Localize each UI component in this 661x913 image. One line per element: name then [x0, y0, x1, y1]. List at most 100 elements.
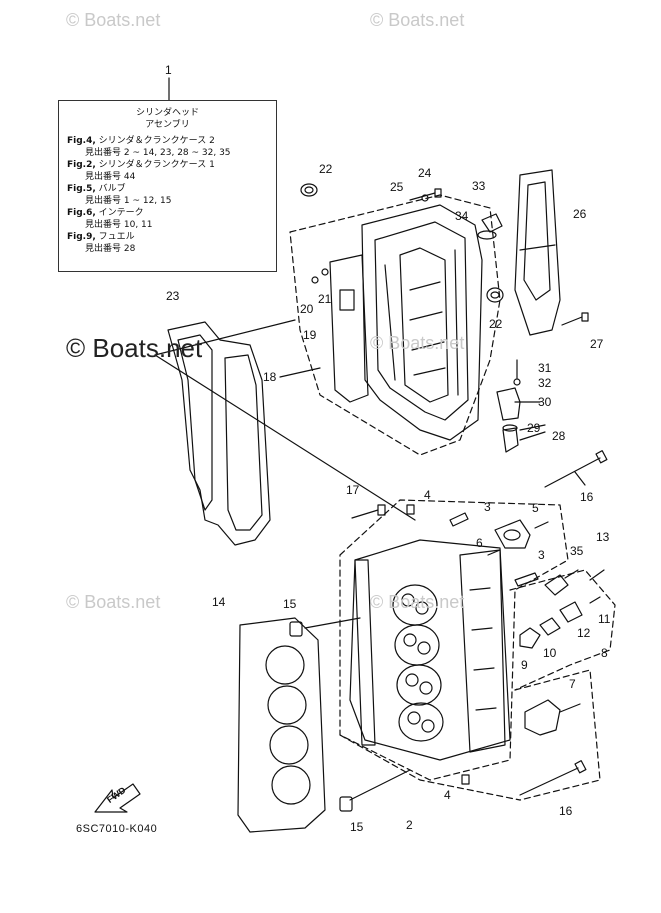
- valve-body: [519, 627, 541, 649]
- callout-label: 22: [319, 162, 333, 176]
- head-cover-rib: [399, 247, 449, 403]
- callout-label: 22: [489, 317, 503, 331]
- cylinder-head-side: [459, 549, 506, 753]
- leader-line: [519, 424, 546, 431]
- washer: [311, 276, 319, 284]
- legend-line: Fig.4, シリンダ＆クランクケース 2: [67, 136, 215, 146]
- watermark: © Boats.net: [66, 333, 203, 363]
- long-bolt: [519, 767, 579, 796]
- head-cover-ribs: [409, 281, 446, 376]
- callout-label: 11: [598, 612, 611, 626]
- washer: [513, 378, 521, 386]
- bracket: [514, 169, 561, 336]
- cylinder-head-front: [354, 559, 376, 746]
- valve: [415, 601, 429, 615]
- valve: [419, 681, 433, 695]
- leader-line: [574, 471, 586, 486]
- callout-label: 28: [552, 429, 566, 443]
- gasket-tab: [339, 289, 355, 311]
- dowel: [514, 572, 539, 587]
- callout-label: 9: [521, 658, 528, 672]
- watermark: © Boats.net: [370, 333, 465, 353]
- cylinder-head: [349, 539, 511, 761]
- callout-label: 4: [444, 788, 451, 802]
- head-lower-outline: [339, 734, 521, 801]
- callout-label: 16: [580, 490, 594, 504]
- bracket-lower: [524, 699, 561, 736]
- legend-line: Fig.6, インテーク: [67, 208, 144, 218]
- cover-group-outline: [289, 194, 501, 456]
- cover-gasket: [329, 254, 369, 403]
- callout-label: 8: [601, 646, 608, 660]
- head-gasket: [237, 617, 326, 833]
- bolt: [559, 703, 581, 713]
- callout-label: 21: [318, 292, 332, 306]
- bolt-head: [574, 760, 587, 774]
- o-ring: [477, 230, 497, 240]
- bolt-head: [581, 312, 589, 322]
- plug: [461, 774, 470, 785]
- long-bolt: [544, 457, 601, 488]
- dowel: [449, 512, 469, 527]
- thermostat-housing: [494, 519, 531, 549]
- legend-subline: 見出番号 1 ~ 12, 15: [85, 196, 172, 206]
- bolt: [487, 549, 501, 556]
- legend-title: シリンダヘッド: [135, 108, 199, 118]
- combustion-chamber: [398, 702, 444, 742]
- legend-subline: 見出番号 28: [85, 244, 136, 254]
- callout-label: 34: [455, 209, 469, 223]
- cover-gasket-large-inner: [224, 354, 263, 531]
- legend-subline: 見出番号 2 ~ 14, 23, 28 ~ 32, 35: [85, 148, 231, 158]
- fitting: [502, 427, 519, 453]
- bolt-head: [377, 504, 386, 516]
- fwd-arrow-icon: [94, 783, 141, 813]
- callout-label: 1: [165, 63, 172, 77]
- bolt-head: [595, 450, 608, 464]
- callout-label: 5: [532, 501, 539, 515]
- bolt: [351, 509, 379, 519]
- plug: [406, 504, 415, 515]
- washer: [421, 194, 429, 202]
- gasket-bore: [269, 725, 309, 765]
- grommet: [486, 287, 504, 303]
- watermark: © Boats.net: [66, 592, 161, 612]
- callout-label: 30: [538, 395, 552, 409]
- callout-label: 13: [596, 530, 610, 544]
- grommet-inner: [304, 186, 314, 194]
- legend-line: Fig.5, バルブ: [67, 184, 126, 194]
- callout-label: 35: [570, 544, 584, 558]
- filler-cap: [481, 213, 503, 233]
- grommet-inner: [490, 291, 500, 299]
- valve: [407, 711, 421, 725]
- o-ring: [502, 424, 518, 432]
- leader-line: [154, 319, 296, 356]
- bracket-inner: [523, 181, 551, 301]
- callout-label: 18: [263, 370, 277, 384]
- cover-gasket-large-inner: [177, 334, 213, 511]
- valve: [401, 593, 415, 607]
- sensor-group-outline: [509, 569, 616, 691]
- dowel-pin: [339, 796, 353, 812]
- callout-label: 16: [559, 804, 573, 818]
- head-cover-rib-line: [454, 249, 459, 396]
- gasket-bore: [267, 685, 307, 725]
- combustion-chamber: [394, 624, 440, 666]
- callout-label: 15: [283, 597, 297, 611]
- callout-label: 4: [424, 488, 431, 502]
- legend-subtitle: アセンブリ: [145, 120, 190, 130]
- callout-label: 20: [300, 302, 314, 316]
- head-cover: [361, 204, 483, 441]
- callout-label: 17: [346, 483, 360, 497]
- head-cover-rib-line: [384, 264, 396, 381]
- callout-label: 29: [527, 421, 541, 435]
- legend-subline: 見出番号 10, 11: [85, 220, 153, 230]
- callout-label: 15: [350, 820, 364, 834]
- sensor: [544, 574, 569, 596]
- gasket-bore: [265, 645, 305, 685]
- bolt: [534, 521, 549, 529]
- callout-label: 3: [484, 500, 491, 514]
- gasket-bore: [271, 765, 311, 805]
- watermark: © Boats.net: [370, 592, 465, 612]
- watermark: © Boats.net: [66, 10, 161, 30]
